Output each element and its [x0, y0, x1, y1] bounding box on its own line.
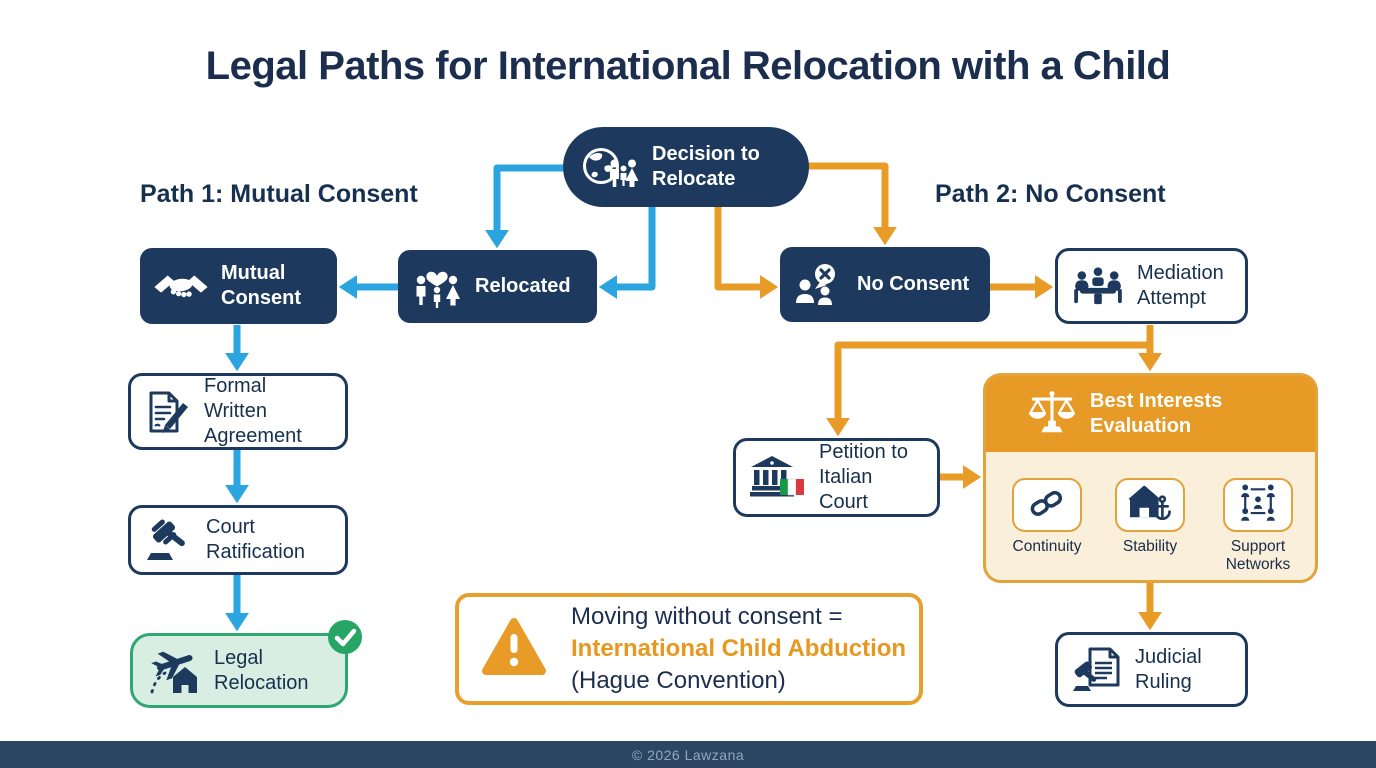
warning-triangle-icon: [481, 617, 547, 682]
document-pen-icon: [145, 389, 191, 435]
factor-continuity: Continuity: [992, 478, 1102, 556]
path1-heading: Path 1: Mutual Consent: [140, 180, 418, 208]
warning-line3: (Hague Convention): [571, 666, 786, 694]
node-label: No Consent: [857, 273, 970, 295]
warning-line1: Moving without consent =: [571, 603, 843, 631]
warning-line2: International Child Abduction: [571, 635, 907, 663]
people-dispute-icon: [794, 263, 844, 307]
node-label: Mediation Attempt: [1137, 262, 1224, 309]
node-label: Judicial Ruling: [1135, 645, 1202, 693]
check-icon: [327, 619, 363, 660]
node-judicial-ruling: Judicial Ruling: [1055, 632, 1248, 707]
warning-box: Moving without consent = International C…: [455, 593, 923, 705]
node-label: Legal Relocation: [214, 646, 309, 694]
node-relocated: Relocated: [398, 250, 597, 323]
node-label: Court Ratification: [206, 516, 305, 563]
node-decision-to-relocate: Decision to Relocate: [563, 127, 809, 207]
node-label: Relocated: [475, 275, 571, 297]
copyright-text: © 2026 Lawzana: [631, 746, 745, 763]
factor-stability: Stability: [1095, 478, 1205, 556]
plane-house-icon: [147, 647, 201, 695]
node-label: Formal Written Agreement: [204, 375, 302, 447]
node-label: Mutual Consent: [221, 262, 301, 309]
factor-card: [1115, 478, 1185, 532]
node-petition-italian-court: Petition to Italian Court: [733, 438, 940, 517]
italian-courthouse-icon: [750, 455, 806, 501]
node-legal-relocation: Legal Relocation: [130, 633, 348, 708]
node-no-consent: No Consent: [780, 247, 990, 322]
best-interests-header: Best Interests Evaluation: [986, 376, 1315, 452]
house-anchor-icon: [1127, 483, 1173, 528]
page-title: Legal Paths for International Relocation…: [205, 44, 1171, 88]
node-mutual-consent: Mutual Consent: [140, 248, 337, 324]
handshake-icon: [154, 267, 208, 305]
factor-card: [1012, 478, 1082, 532]
scales-icon: [1026, 389, 1078, 440]
path2-heading: Path 2: No Consent: [935, 180, 1166, 208]
family-heart-icon: [412, 264, 462, 310]
footer-bar: © 2026 Lawzana: [0, 741, 1376, 768]
mediation-table-icon: [1072, 266, 1124, 306]
factor-label: Support Networks: [1225, 538, 1291, 573]
italian-flag: [780, 478, 804, 495]
node-label: Petition to Italian Court: [819, 441, 908, 513]
node-label: Decision to Relocate: [652, 143, 760, 190]
factor-card: [1223, 478, 1293, 532]
warning-text: Moving without consent = International C…: [571, 601, 906, 696]
node-court-ratification: Court Ratification: [128, 505, 348, 575]
document-gavel-icon: [1072, 647, 1122, 693]
factor-support-networks: Support Networks: [1200, 478, 1316, 574]
globe-family-icon: [581, 142, 639, 192]
factor-label: Continuity: [1012, 538, 1082, 555]
node-formal-written-agreement: Formal Written Agreement: [128, 373, 348, 450]
gavel-icon: [145, 518, 193, 562]
node-mediation-attempt: Mediation Attempt: [1055, 248, 1248, 324]
panel-title: Best Interests Evaluation: [1090, 390, 1223, 437]
factor-label: Stability: [1122, 538, 1178, 555]
support-network-icon: [1237, 482, 1279, 529]
chain-link-icon: [1026, 486, 1068, 525]
